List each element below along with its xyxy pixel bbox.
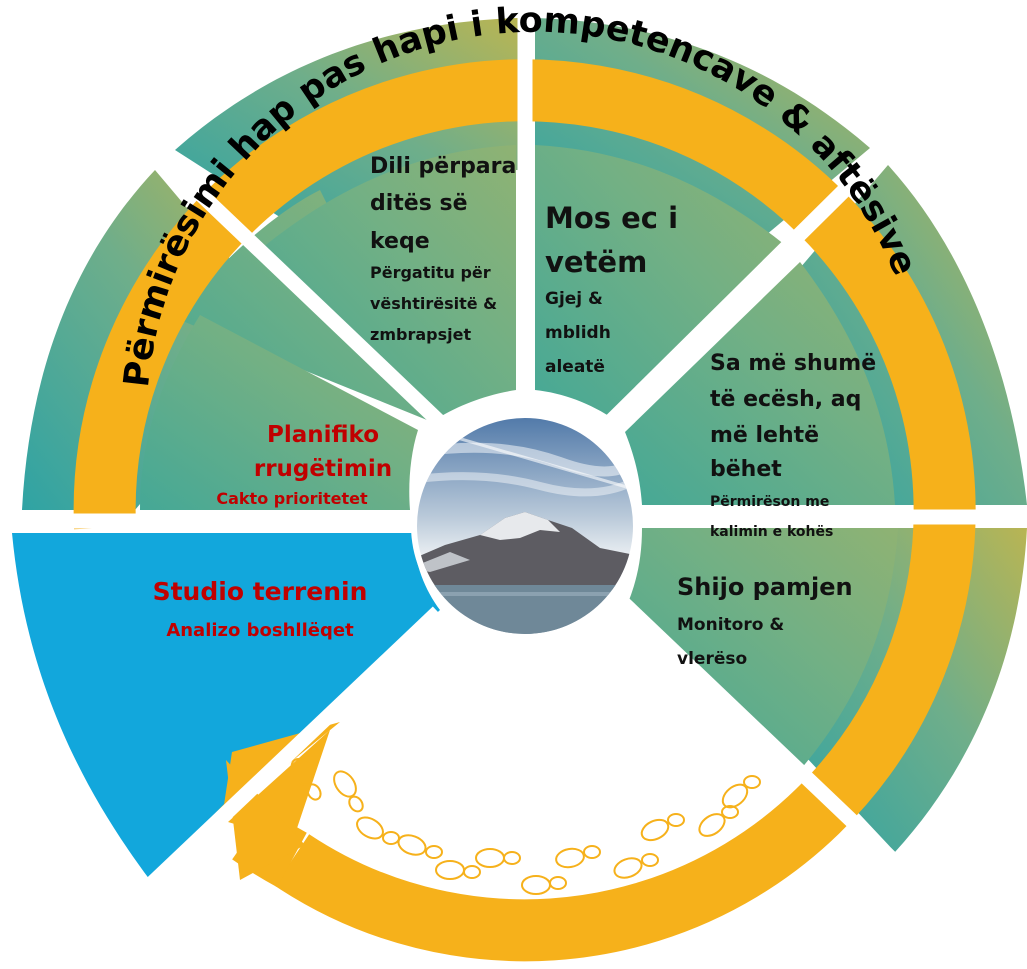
inner-segment-top-right xyxy=(535,145,785,420)
step-3-title-line-2: ditës së xyxy=(370,191,468,216)
step-5-title-line-4: bëhet xyxy=(710,457,782,482)
footprint-12 xyxy=(721,775,761,809)
step-shijo-pamjen: Shijo pamjen Monitoro & vlerëso xyxy=(677,573,853,669)
step-5-subtitle-line-1: Përmirëson me xyxy=(710,494,829,510)
inner-ring xyxy=(140,145,898,770)
step-3-subtitle-line-1: Përgatitu për xyxy=(370,263,491,282)
footprint-9 xyxy=(613,853,659,879)
footprint-1 xyxy=(290,758,322,801)
step-3-subtitle-line-3: zmbrapsjet xyxy=(370,325,471,344)
step-planifiko: Planifiko rrugëtimin Cakto prioritetet xyxy=(216,422,392,508)
footprint-11 xyxy=(698,805,739,837)
step-2-title-line-2: rrugëtimin xyxy=(254,456,392,482)
separators xyxy=(10,10,1027,896)
highlight-segment-studio xyxy=(12,533,440,880)
step-studio-terrenin: Studio terrenin Analizo boshllëqet xyxy=(153,577,368,641)
footprints xyxy=(290,758,761,895)
center-photo xyxy=(411,412,639,640)
footprint-4 xyxy=(397,834,443,859)
step-1-title: Studio terrenin xyxy=(153,577,368,606)
step-5-subtitle-line-2: kalimin e kohës xyxy=(710,524,833,540)
step-sa-me-shume: Sa më shumë të ecësh, aq më lehtë bëhet … xyxy=(710,351,876,540)
step-1-subtitle: Analizo boshllëqet xyxy=(166,620,354,641)
step-5-title-line-2: të ecësh, aq xyxy=(710,387,861,412)
step-4-subtitle-line-1: Gjej & xyxy=(545,289,603,309)
step-3-title-line-1: Dili përpara xyxy=(370,154,516,179)
footprint-10 xyxy=(640,813,685,842)
step-2-subtitle: Cakto prioritetet xyxy=(216,489,368,508)
step-3-subtitle-line-2: vështirësitë & xyxy=(370,294,497,313)
step-4-subtitle-line-2: mblidh xyxy=(545,323,611,343)
step-dili-perpara: Dili përpara ditës së keqe Përgatitu për… xyxy=(370,154,516,344)
step-6-title: Shijo pamjen xyxy=(677,573,853,601)
step-5-title-line-1: Sa më shumë xyxy=(710,351,876,376)
ring-arc xyxy=(73,59,976,962)
inner-segment-top xyxy=(262,145,516,418)
footprint-3 xyxy=(356,816,400,845)
step-6-subtitle-line-1: Monitoro & xyxy=(677,615,784,635)
step-3-title-line-3: keqe xyxy=(370,229,430,254)
step-mos-ec: Mos ec i vetëm Gjej & mblidh aleatë xyxy=(545,201,678,377)
inner-segment-left xyxy=(140,315,418,510)
footprint-2 xyxy=(333,770,364,813)
footprint-5 xyxy=(435,860,481,880)
step-5-title-line-3: më lehtë xyxy=(710,423,819,448)
footprint-7 xyxy=(521,875,567,895)
inner-segment-bottom-right xyxy=(625,528,898,770)
step-2-title-line-1: Planifiko xyxy=(267,422,379,448)
inner-segment-right xyxy=(625,262,895,505)
step-4-title-line-1: Mos ec i xyxy=(545,201,678,235)
step-4-title-line-2: vetëm xyxy=(545,245,647,279)
footprint-6 xyxy=(475,848,521,868)
step-6-subtitle-line-2: vlerëso xyxy=(677,649,747,669)
step-4-subtitle-line-3: aleatë xyxy=(545,357,605,377)
footprint-8 xyxy=(555,845,601,869)
